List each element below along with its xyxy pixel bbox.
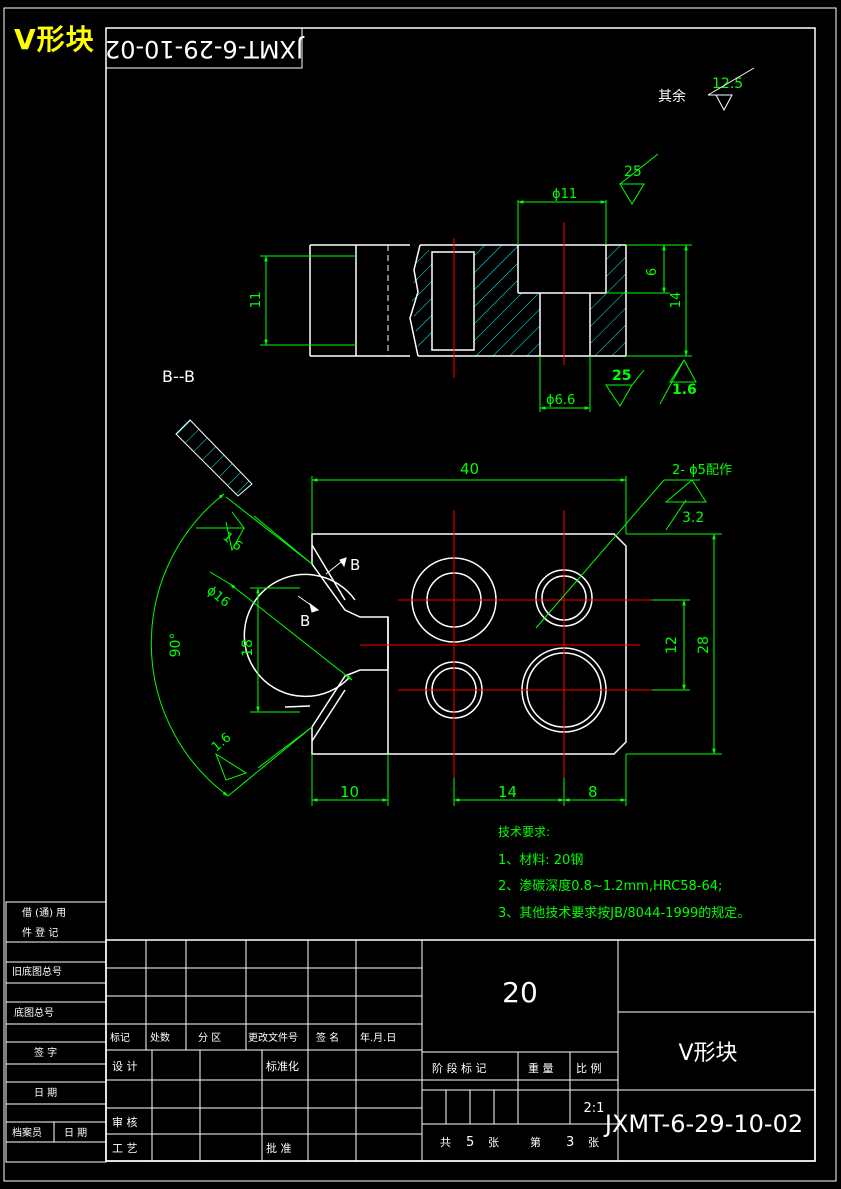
section-label: B--B — [162, 367, 195, 386]
tb-h-count: 处数 — [150, 1031, 170, 1044]
section-view: ϕ11 ϕ6.6 6 14 11 25 25 1.6 — [249, 153, 697, 412]
dim-8: 8 — [588, 783, 598, 801]
strip-r6b: 日 期 — [64, 1127, 87, 1139]
dim-phi16: ϕ16 — [204, 583, 233, 610]
tb-scale: 2:1 — [584, 1101, 605, 1116]
tb-sheet-no-unit: 张 — [588, 1136, 599, 1149]
tb-r-std: 标准化 — [266, 1059, 299, 1073]
tech-req-line2: 2、渗碳深度0.8~1.2mm,HRC58-64; — [498, 878, 722, 894]
tb-part-name: V形块 — [678, 1041, 737, 1066]
rough-32: 3.2 — [682, 510, 704, 526]
strip-r1a: 借 (通) 用 — [22, 907, 66, 919]
angle-90: 90° — [168, 633, 184, 658]
dim-14: 14 — [669, 292, 684, 309]
tb-h-scale: 比 例 — [576, 1061, 602, 1075]
plan-view: B B 40 2- ϕ5配作 3.2 90° ϕ16 18 1.6 1.6 12… — [150, 419, 732, 806]
tech-req-heading: 技术要求: — [498, 825, 550, 839]
tb-sheet-total-label: 共 — [440, 1136, 451, 1149]
strip-r2: 旧底图总号 — [12, 965, 62, 978]
dim-12: 12 — [664, 636, 680, 654]
rough-16: 1.6 — [672, 382, 697, 398]
tb-h-doc: 更改文件号 — [248, 1031, 298, 1044]
dim-11: 11 — [249, 292, 264, 309]
tb-h-mark: 标记 — [110, 1032, 130, 1044]
tb-sheet-info: 共 5 张 第 3 张 — [440, 1135, 599, 1150]
tb-sheet-no: 3 — [566, 1135, 574, 1150]
strip-r5: 日 期 — [34, 1087, 57, 1099]
rough-25-top: 25 — [624, 164, 642, 180]
tb-material: 20 — [502, 976, 538, 1009]
sheet-frame — [3, 7, 837, 1182]
mirrored-code: JXMT-6-29-10-02 — [105, 35, 305, 63]
tb-sheet-total: 5 — [466, 1135, 474, 1150]
tb-h-stage: 阶 段 标 记 — [432, 1061, 487, 1075]
roughness-other: 其余 12.5 — [658, 67, 755, 112]
mirrored-code-box: JXMT-6-29-10-02 — [105, 27, 305, 69]
tb-h-sign: 签 名 — [316, 1031, 339, 1044]
strip-r4: 签 字 — [34, 1046, 57, 1059]
tb-sheet-no-label: 第 — [530, 1135, 541, 1149]
roughness-other-label: 其余 — [658, 88, 686, 105]
tb-r-process: 工 艺 — [112, 1142, 138, 1155]
strip-r1b: 件 登 记 — [22, 926, 58, 939]
strip-r6a: 档案员 — [12, 1126, 42, 1139]
tb-r-review: 审 核 — [112, 1115, 138, 1129]
dim-28: 28 — [696, 636, 712, 654]
label-b1: B — [350, 556, 360, 574]
dim-10: 10 — [340, 783, 359, 801]
dim-6: 6 — [645, 268, 660, 276]
dim-40: 40 — [460, 460, 479, 478]
tb-drawing-no: JXMT-6-29-10-02 — [603, 1110, 803, 1138]
tb-h-weight: 重 量 — [528, 1061, 554, 1075]
tb-sheet-total-unit: 张 — [488, 1136, 499, 1149]
tb-r-approve: 批 准 — [266, 1141, 292, 1155]
tb-h-date: 年.月.日 — [360, 1031, 396, 1044]
tb-r-design: 设 计 — [112, 1060, 138, 1073]
dim-phi66: ϕ6.6 — [546, 393, 575, 408]
dim-18: 18 — [240, 639, 256, 657]
tech-req-line1: 1、材料: 20钢 — [498, 853, 583, 868]
tb-h-zone: 分 区 — [198, 1032, 221, 1044]
tech-req-line3: 3、其他技术要求按JB/8044-1999的规定。 — [498, 905, 750, 921]
rough-25-bot: 25 — [612, 368, 631, 384]
tech-requirements: 技术要求: 1、材料: 20钢 2、渗碳深度0.8~1.2mm,HRC58-64… — [498, 825, 750, 921]
dim-phi11: ϕ11 — [552, 187, 577, 202]
rough-16b: 1.6 — [209, 730, 234, 755]
dim-14-plan: 14 — [498, 783, 517, 801]
title-tag: V形块 — [14, 23, 95, 56]
label-b2: B — [300, 612, 310, 630]
hole-note: 2- ϕ5配作 — [672, 463, 732, 478]
left-strip: 借 (通) 用 件 登 记 旧底图总号 底图总号 签 字 日 期 档案员 日 期 — [5, 901, 107, 1163]
title-block: 20 V形块 JXMT-6-29-10-02 2:1 标记 处数 分 区 更改文… — [105, 939, 816, 1162]
strip-r3: 底图总号 — [14, 1006, 54, 1019]
